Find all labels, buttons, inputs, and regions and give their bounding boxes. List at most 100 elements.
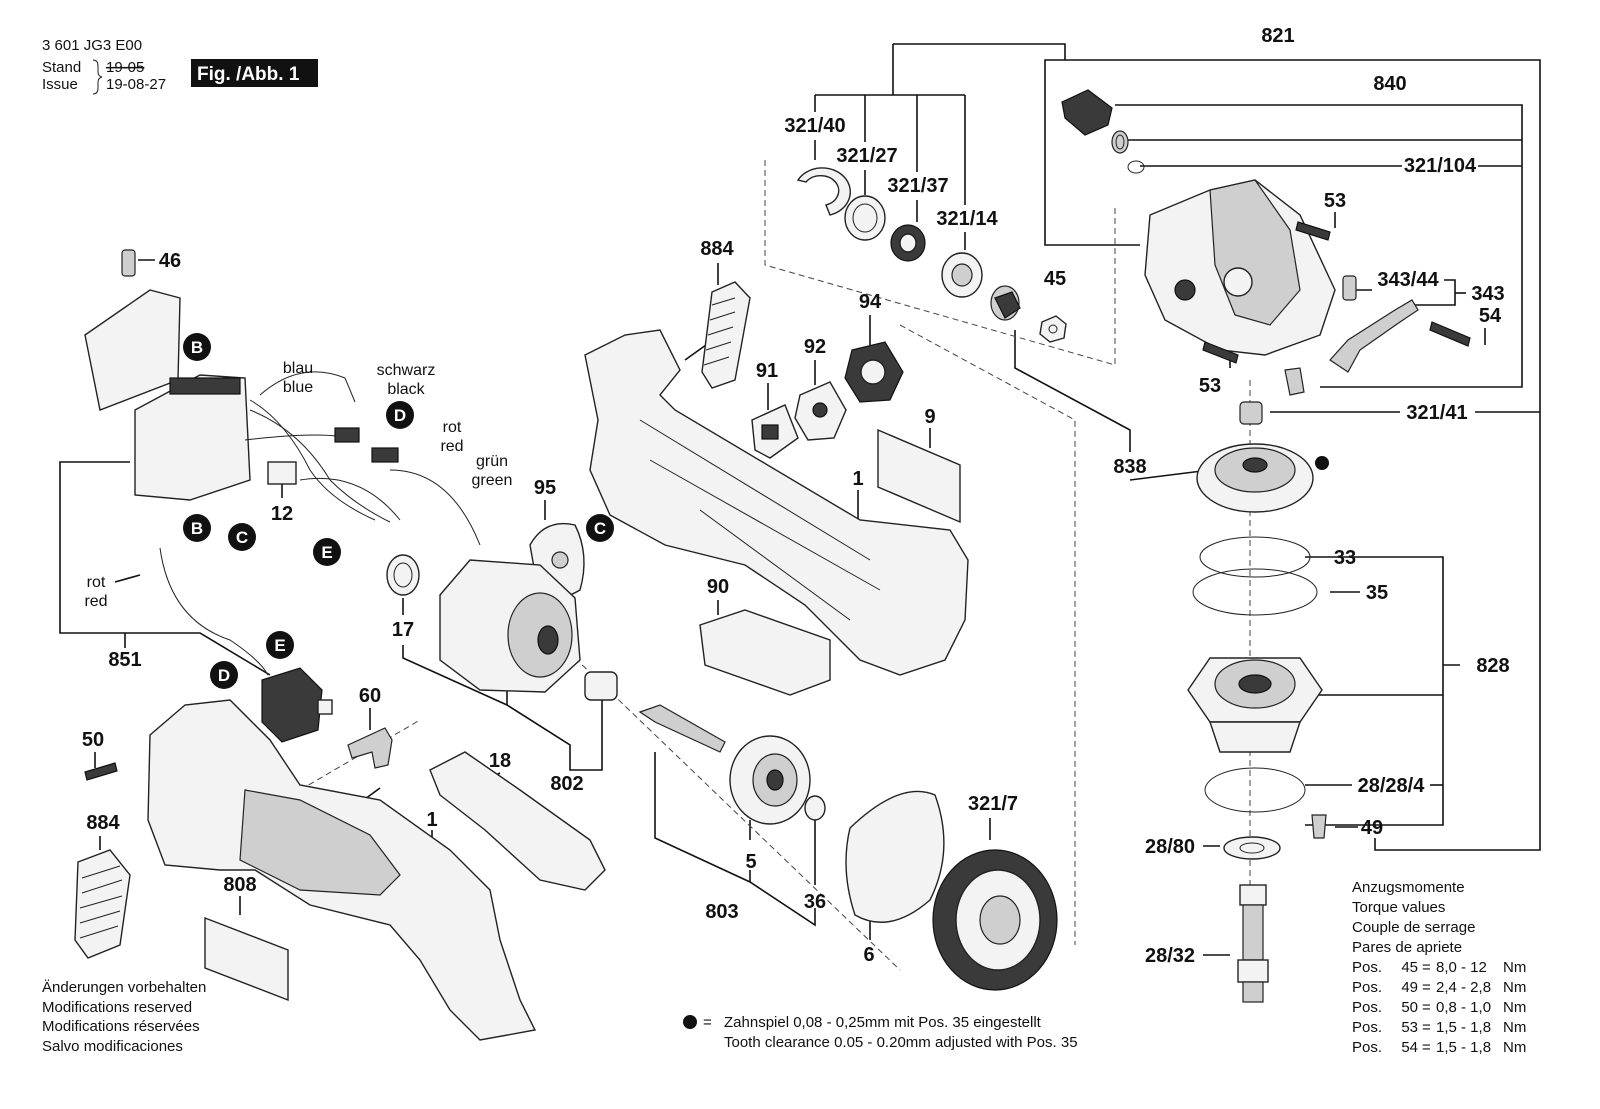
switch-slide-18 [429, 751, 606, 891]
shim-33 [1199, 536, 1311, 578]
ring-321-27 [844, 195, 886, 241]
connector-c-housing [586, 514, 614, 542]
notice-line-en: Modifications reserved [42, 999, 192, 1016]
part-label-828: 828 [1476, 655, 1509, 677]
part-label-343-44: 343/44 [1377, 269, 1439, 291]
torque-pos: Pos. [1352, 1039, 1382, 1056]
part-label-54: 54 [1479, 305, 1502, 327]
wire-harness [159, 371, 481, 676]
torque-row: Pos. 49 = 2,4 - 2,8 Nm [1352, 979, 1526, 996]
connector-block-2 [371, 447, 399, 463]
part-number-labels: 821 840 321/104 53 343/44 343 54 53 321/… [82, 25, 1510, 967]
doc-number: 3 601 JG3 E00 [42, 37, 142, 54]
motor-housing-rib [639, 419, 881, 621]
torque-unit: Nm [1503, 979, 1526, 996]
connector-d-switch [210, 661, 238, 689]
torque-val: 0,8 - 1,0 [1436, 999, 1491, 1016]
notice-line-fr: Modifications réservées [42, 1018, 200, 1035]
screw-50 [84, 762, 118, 781]
wire-label-red-left: red [84, 593, 107, 610]
document-header: 3 601 JG3 E00 Stand Issue 19-05 19-08-27… [42, 37, 318, 95]
connector-d-top [386, 401, 414, 429]
part-label-884-top: 884 [700, 238, 734, 260]
clearance-dot-icon [683, 1015, 697, 1029]
connector-e-switch-label: E [274, 636, 285, 655]
spring [1111, 130, 1129, 154]
torque-title-es: Pares de apriete [1352, 939, 1462, 956]
bearing-ring-17 [386, 554, 420, 596]
screw-49 [1311, 814, 1327, 839]
wire-label-blue: blue [283, 379, 313, 396]
part-label-53-top: 53 [1324, 190, 1346, 212]
torque-eq: = [1422, 959, 1431, 976]
part-label-94: 94 [859, 291, 882, 313]
fan-94 [844, 341, 904, 403]
wire-label-black: black [387, 381, 425, 398]
issue-label: Issue [42, 76, 78, 93]
part-label-321-104: 321/104 [1404, 155, 1477, 177]
torque-row: Pos. 53 = 1,5 - 1,8 Nm [1352, 1019, 1526, 1036]
spindle-28-32 [1237, 884, 1269, 1003]
part-label-808: 808 [223, 874, 256, 896]
screw-54 [1429, 321, 1471, 347]
air-filter-90 [699, 609, 831, 696]
power-switch [261, 667, 333, 743]
spindle-lock-lever [1329, 299, 1419, 373]
part-label-45: 45 [1044, 268, 1066, 290]
torque-eq: = [1422, 1019, 1431, 1036]
part-label-840: 840 [1373, 73, 1406, 95]
part-label-5: 5 [745, 851, 756, 873]
part-label-28-32: 28/32 [1145, 945, 1195, 967]
motor-stator [439, 559, 581, 693]
footer-left-notice: Änderungen vorbehalten Modifications res… [42, 979, 206, 1055]
plate-91 [751, 404, 799, 459]
bearing-flange [1187, 657, 1323, 753]
part-label-35: 35 [1366, 582, 1388, 604]
part-label-60: 60 [359, 685, 381, 707]
label-9 [877, 428, 961, 524]
part-label-321-37: 321/37 [887, 175, 948, 197]
part-label-884-bottom: 884 [86, 812, 120, 834]
torque-unit: Nm [1503, 1019, 1526, 1036]
electronics-module [84, 289, 181, 411]
shim-35 [1192, 568, 1318, 616]
wire-label-rot-left: rot [87, 574, 106, 591]
brace-icon [92, 59, 103, 95]
wheel-guard-6 [845, 790, 945, 923]
part-label-9: 9 [924, 406, 935, 428]
torque-table: Anzugsmomente Torque values Couple de se… [1352, 879, 1526, 1056]
guard-321-7 [932, 849, 1058, 991]
part-label-1-lower: 1 [426, 809, 437, 831]
torque-eq: = [1422, 979, 1431, 996]
connector-block [334, 427, 360, 443]
clearance-line-en: Tooth clearance 0.05 - 0.20mm adjusted w… [724, 1034, 1078, 1051]
wire-clip-12 [267, 461, 297, 485]
torque-row: Pos. 45 = 8,0 - 12 Nm [1352, 959, 1526, 976]
part-label-17: 17 [392, 619, 414, 641]
connector-e-mid [313, 538, 341, 566]
part-label-50: 50 [82, 729, 104, 751]
connector-b-top-label: B [191, 338, 203, 357]
stand-value: 19-05 [106, 59, 144, 76]
part-label-321-41: 321/41 [1406, 402, 1467, 424]
part-label-90: 90 [707, 576, 729, 598]
torque-unit: Nm [1503, 1039, 1526, 1056]
circlip-321-40 [796, 167, 851, 216]
lock-button [1061, 89, 1113, 136]
part-label-802: 802 [550, 773, 583, 795]
bearing-802 [584, 671, 618, 701]
needle-bearing [1239, 401, 1263, 425]
issue-value: 19-08-27 [106, 76, 166, 93]
torque-num: 50 [1401, 999, 1418, 1016]
part-label-46: 46 [159, 250, 181, 272]
torque-val: 1,5 - 1,8 [1436, 1039, 1491, 1056]
leader-lines [59, 43, 1541, 956]
motor-housing-upper [584, 329, 969, 676]
torque-eq: = [1422, 1039, 1431, 1056]
notice-line-de: Änderungen vorbehalten [42, 979, 206, 996]
label-808 [204, 916, 289, 1002]
part-label-321-14: 321/14 [936, 208, 998, 230]
part-label-28-28-4: 28/28/4 [1358, 775, 1426, 797]
part-label-12: 12 [271, 503, 293, 525]
